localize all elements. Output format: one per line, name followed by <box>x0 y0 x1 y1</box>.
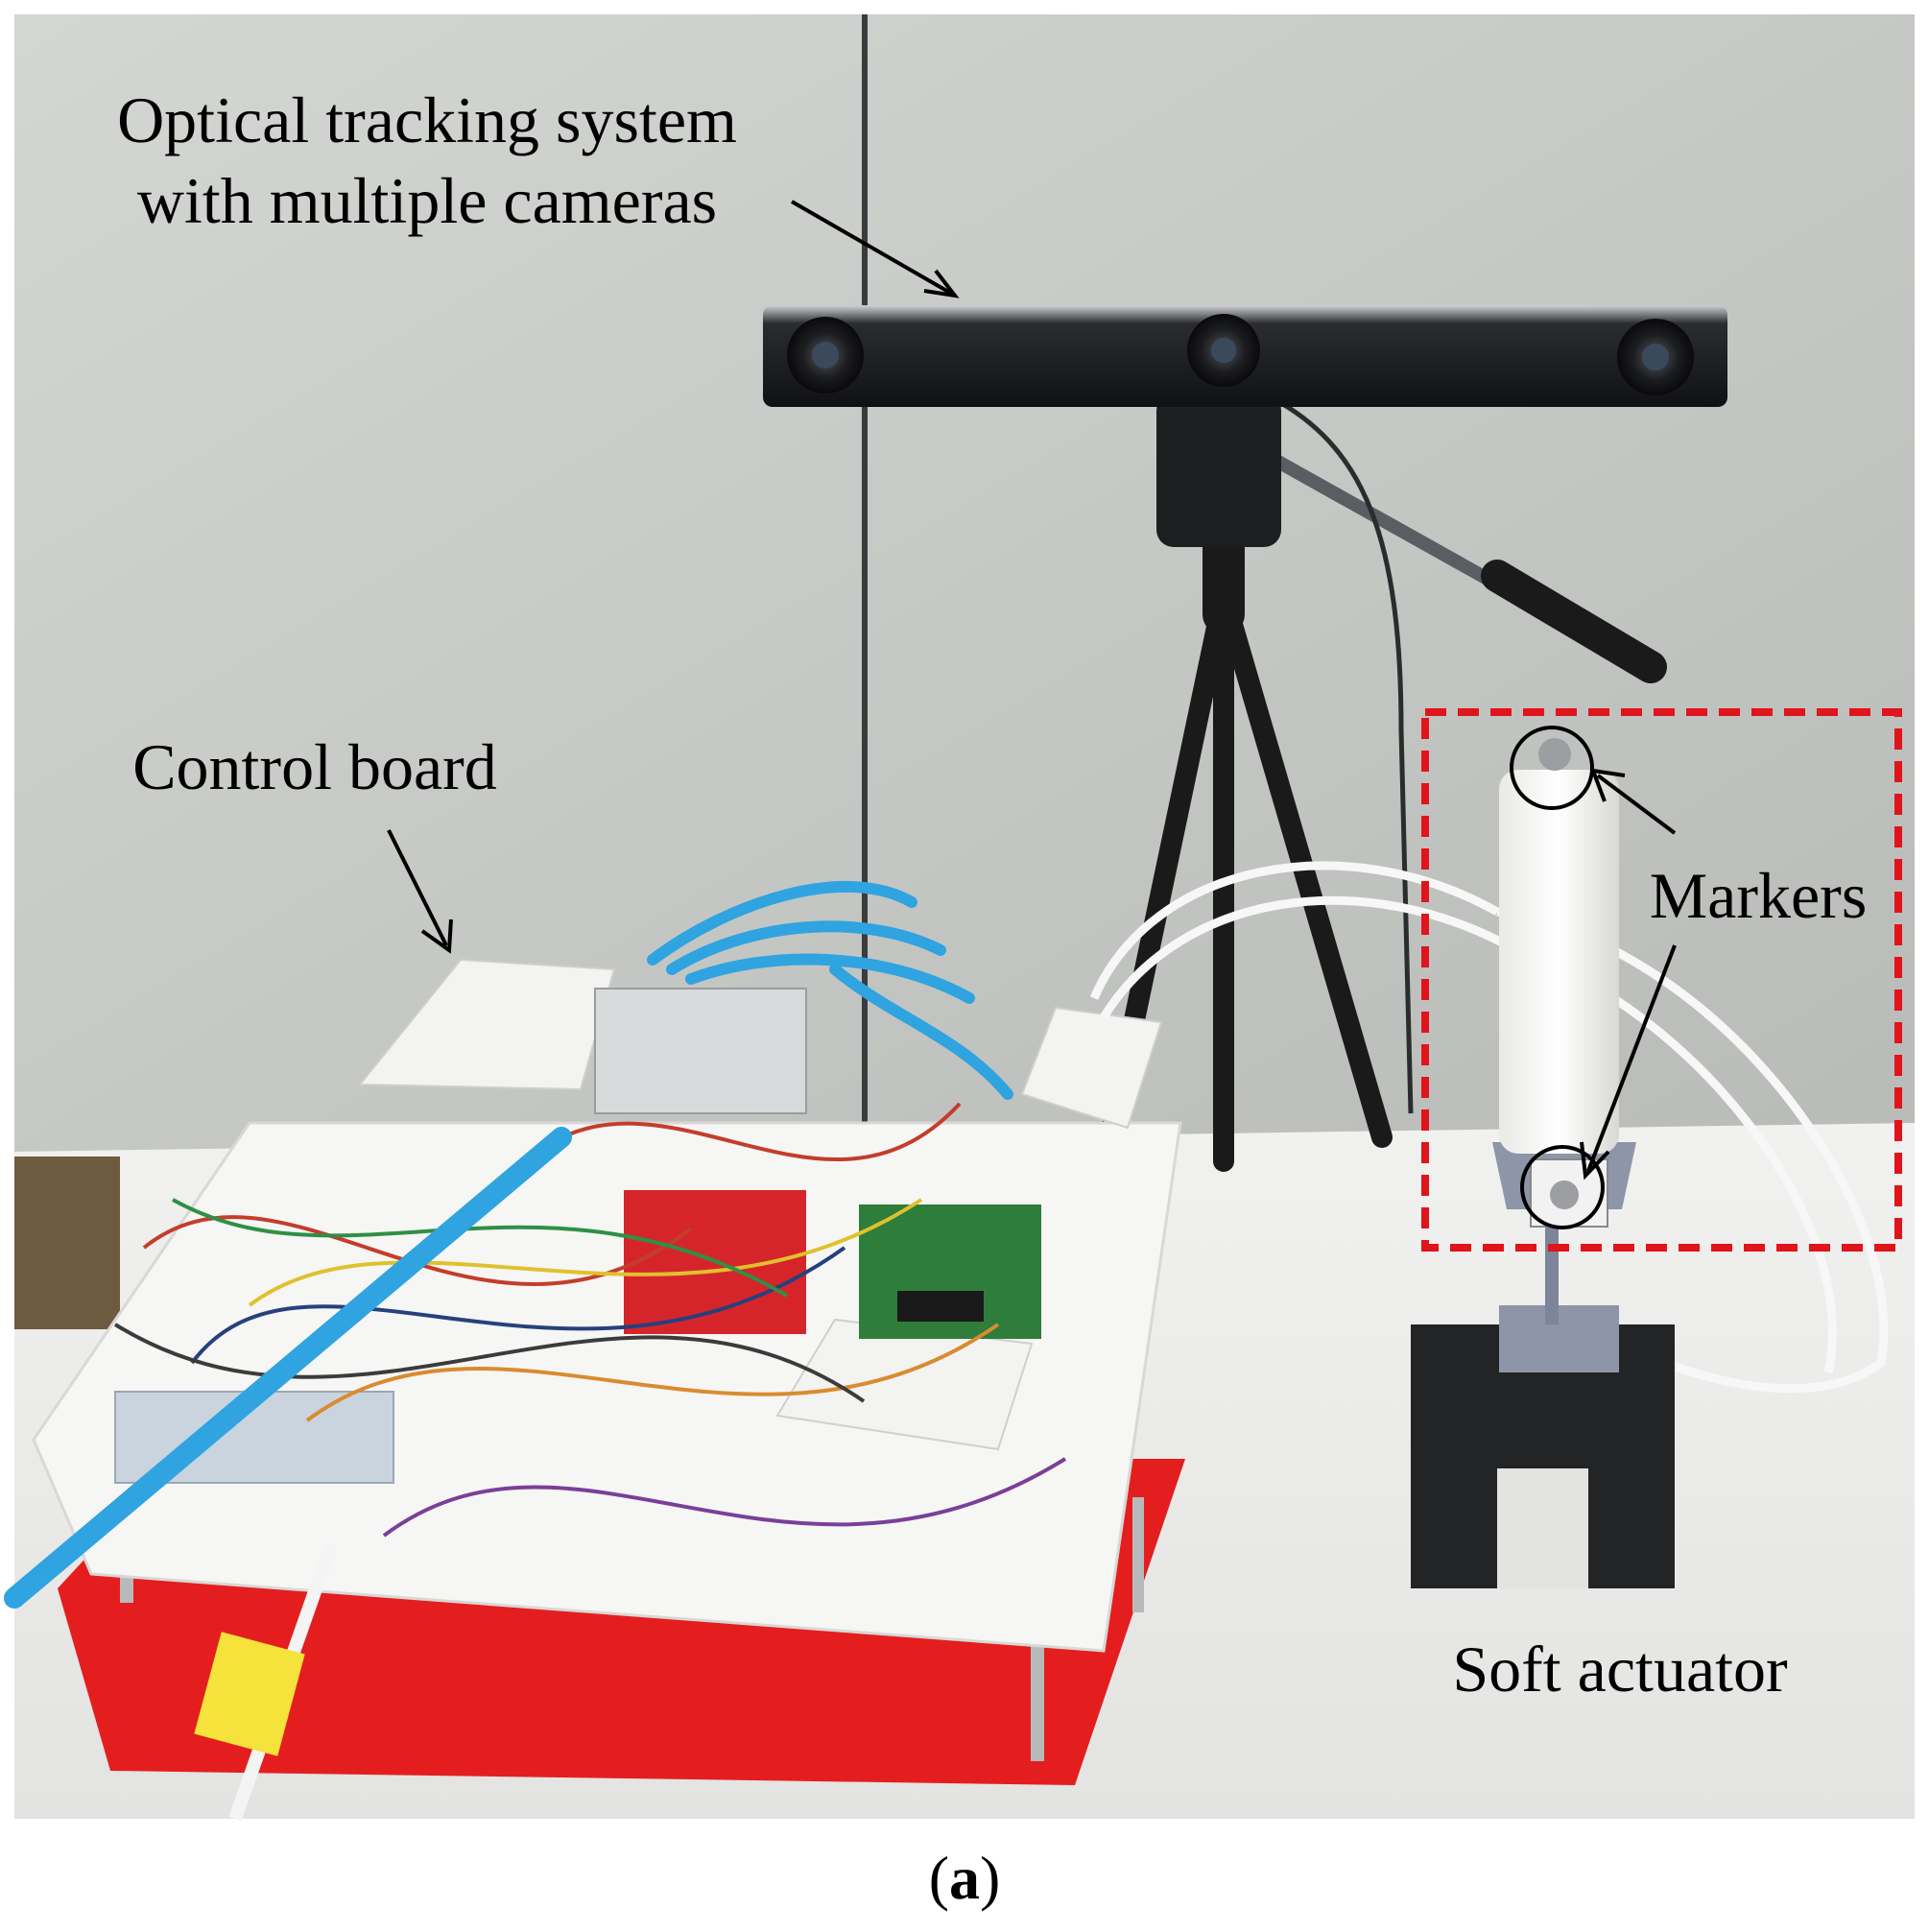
blue-tubes <box>4 880 1013 1609</box>
optical-tracking-bar <box>763 305 1727 407</box>
photo <box>4 14 1915 1822</box>
arrow-marker-top <box>1596 774 1677 835</box>
soft-actuator-label: Soft actuator <box>1452 1633 1788 1705</box>
caption-open-paren: ( <box>929 1844 949 1912</box>
caption-letter: a <box>949 1844 980 1912</box>
fitting-plate <box>1020 1006 1163 1130</box>
figure-caption: (a) <box>929 1844 1001 1912</box>
arrow-control-board <box>387 829 448 946</box>
switch-plate-lower <box>775 1318 1034 1451</box>
markers-label: Markers <box>1650 859 1868 932</box>
valve-block <box>594 988 807 1114</box>
tripod-head <box>1156 394 1281 547</box>
cardboard-box <box>14 1157 120 1329</box>
actuator-highlight-box <box>1421 708 1902 1252</box>
optical-tracking-label-line1: Optical tracking system <box>117 83 737 156</box>
wall-seam <box>862 14 868 1152</box>
control-board-label: Control board <box>132 730 497 803</box>
caption-close-paren: ) <box>980 1844 1000 1912</box>
marker-top <box>1538 738 1571 771</box>
arrow-optical <box>791 200 951 295</box>
caution-tag <box>194 1632 305 1756</box>
wire-tangle <box>113 1102 1067 1538</box>
marker-circle-bottom <box>1520 1145 1605 1229</box>
soft-actuator <box>1499 770 1619 1154</box>
annotation-arrows <box>387 200 1677 1181</box>
marker-bottom <box>1550 1181 1579 1209</box>
switch-plate-upper <box>357 958 616 1091</box>
camera-cable <box>1279 400 1414 1114</box>
marker-circle-top <box>1510 726 1594 810</box>
optical-tracking-label-line2: with multiple cameras <box>137 164 717 237</box>
arrow-marker-bottom <box>1586 944 1677 1172</box>
digit-display <box>897 1291 984 1322</box>
